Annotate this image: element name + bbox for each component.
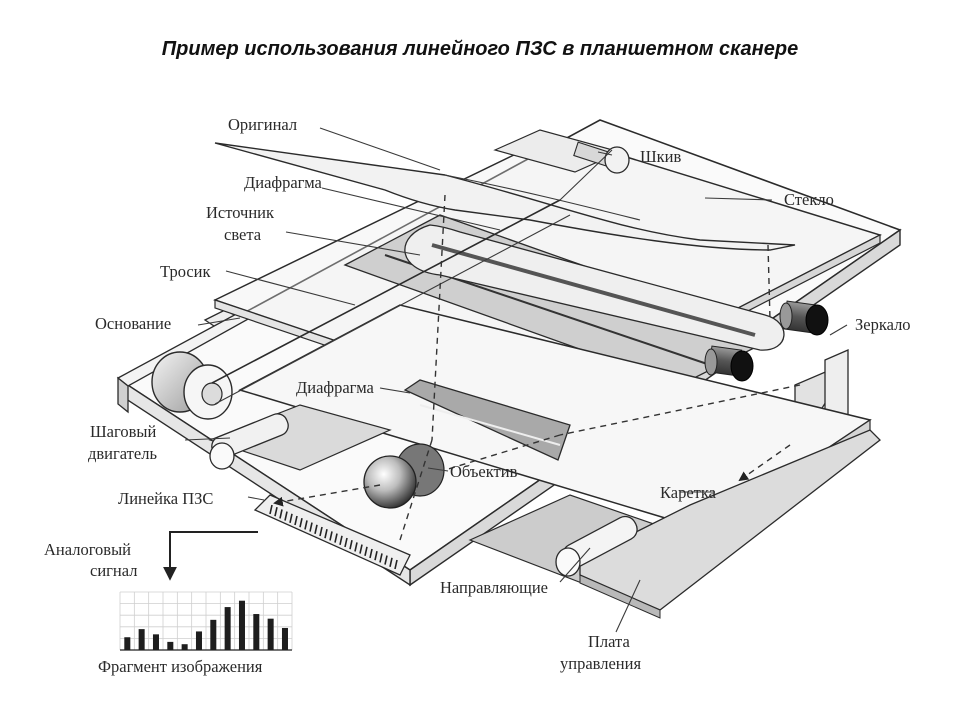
cable (211, 149, 613, 405)
ccd-cell (329, 531, 333, 541)
ccd-cell (374, 551, 378, 561)
fragment-grid (119, 591, 293, 651)
ccd-cell (324, 529, 328, 539)
ccd-cell (354, 542, 358, 552)
light-beams (273, 194, 801, 541)
fragment-bar (195, 631, 202, 650)
stepper-motor (151, 351, 233, 420)
fragment-bar (210, 619, 217, 650)
label-pulley: Шкив (640, 147, 681, 166)
label-board-2: управления (560, 654, 641, 673)
fragment-bar (224, 607, 231, 650)
ccd-cell (344, 537, 348, 548)
ccd-cell (309, 522, 313, 532)
fragment-bar (253, 614, 260, 650)
label-original: Оригинал (228, 115, 297, 134)
label-mirror: Зеркало (855, 315, 911, 334)
ccd-cell (294, 515, 298, 526)
ccd-cell (274, 507, 278, 517)
base-block (116, 309, 252, 414)
pulley (493, 129, 630, 174)
label-stepper-2: двигатель (88, 444, 157, 463)
analog-signal-arrow (163, 531, 258, 581)
ccd-cell (304, 520, 308, 530)
label-diaphragm-middle: Диафрагма (296, 378, 375, 397)
label-light-source-2: света (224, 225, 262, 244)
ccd-cell (289, 513, 293, 523)
label-board-1: Плата (588, 632, 630, 651)
roller-front (704, 345, 754, 382)
original-document (214, 142, 796, 251)
ccd-cell (339, 535, 343, 545)
fragment-bar (124, 637, 131, 650)
diaphragm-middle (403, 379, 571, 461)
guide-left (208, 404, 392, 471)
roller-back (779, 300, 829, 336)
ccd-cell (369, 548, 373, 559)
fragment-bar (167, 641, 174, 650)
label-base: Основание (95, 314, 171, 333)
fragment-bar (238, 600, 245, 650)
ccd-cell (314, 524, 318, 534)
fragment-bar (138, 629, 145, 650)
ccd-cell (359, 544, 363, 554)
ccd-cell (379, 553, 383, 563)
ccd-array (253, 494, 411, 576)
label-stepper-1: Шаговый (90, 422, 156, 441)
lens (363, 443, 445, 509)
label-guides: Направляющие (440, 578, 548, 597)
label-lens: Объектив (450, 462, 518, 481)
label-diaphragm-top: Диафрагма (244, 173, 323, 192)
label-analog-1: Аналоговый (44, 540, 131, 559)
label-fragment: Фрагмент изображения (98, 657, 263, 676)
label-carriage: Каретка (660, 483, 717, 502)
ccd-cell (299, 518, 303, 528)
ccd-cell (279, 509, 283, 519)
leader-lines (184, 127, 848, 633)
label-cable: Тросик (160, 262, 212, 281)
scanner-illustration (116, 119, 902, 651)
label-glass: Стекло (784, 190, 834, 209)
ccd-cell (284, 511, 288, 521)
diagram-title: Пример использования линейного ПЗС в пла… (162, 38, 798, 60)
fragment-bar (152, 634, 159, 650)
guide-rod-right (555, 515, 638, 577)
fragment-bar (181, 644, 188, 650)
ccd-cell (269, 504, 273, 515)
ccd-cell (364, 546, 368, 556)
ccd-cell (349, 540, 353, 550)
fragment-bars (124, 600, 288, 650)
label-analog-2: сигнал (90, 561, 137, 580)
label-light-source-1: Источник (206, 203, 275, 222)
fragment-bar (281, 627, 288, 650)
label-ccd: Линейка ПЗС (118, 489, 213, 508)
ccd-cell (319, 526, 323, 537)
image-fragment (119, 591, 293, 651)
ccd-cell (389, 557, 393, 567)
fragment-bar (267, 618, 274, 650)
ccd-cell (384, 555, 388, 565)
ccd-cell (334, 533, 338, 543)
ccd-cell (394, 559, 398, 570)
